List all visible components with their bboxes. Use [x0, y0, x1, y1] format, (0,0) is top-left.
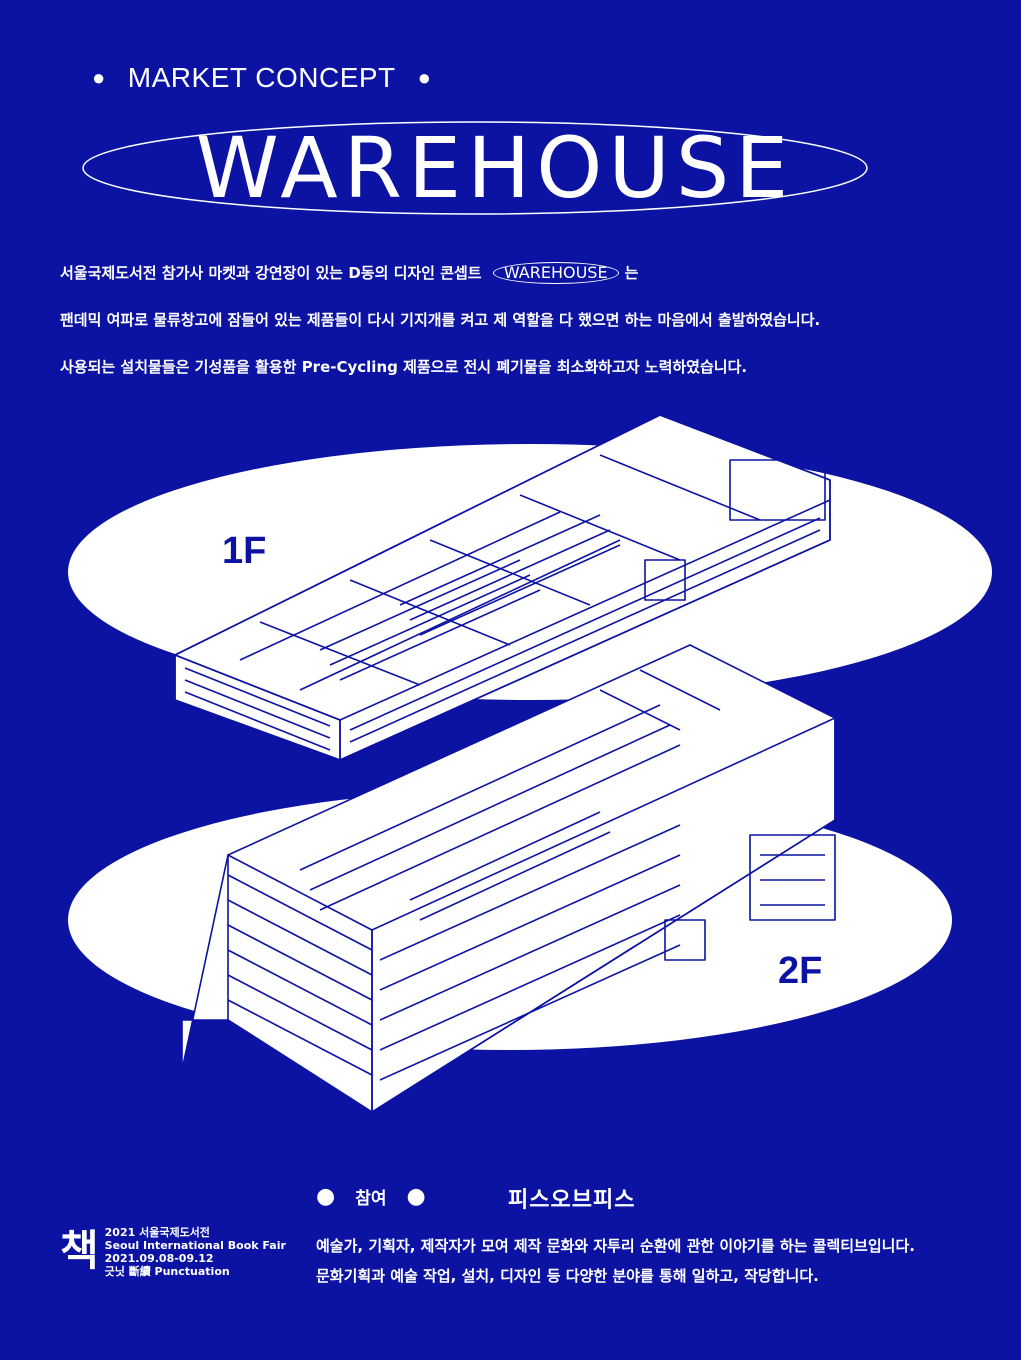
floor-2-label: 2F [778, 950, 822, 992]
floor-2-building [181, 644, 836, 1113]
floor-1-building [174, 414, 831, 761]
title-ellipse-icon [82, 121, 868, 215]
intro-line-1: 서울국제도서전 참가사 마켓과 강연장이 있는 D동의 디자인 콘셉트 WARE… [60, 262, 980, 284]
intro-line-1-text: 서울국제도서전 참가사 마켓과 강연장이 있는 D동의 디자인 콘셉트 [60, 264, 482, 282]
kicker-text: MARKET CONCEPT [127, 62, 396, 93]
logo-line-4: 긋닛 斷續 Punctuation [104, 1265, 230, 1278]
logo-line-2: Seoul International Book Fair [104, 1239, 286, 1252]
logo-text: 2021 서울국제도서전 Seoul International Book Fa… [105, 1226, 286, 1278]
intro-line-3: 사용되는 설치물들은 기성품을 활용한 Pre-Cycling 제품으로 전시 … [60, 358, 748, 376]
participant-name: 피스오브피스 [508, 1188, 636, 1213]
intro-text: 서울국제도서전 참가사 마켓과 강연장이 있는 D동의 디자인 콘셉트 WARE… [60, 262, 980, 403]
book-fair-logo: 책 2021 서울국제도서전 Seoul International Book … [60, 1226, 286, 1278]
bullet-icon: ● [316, 1183, 336, 1209]
participant-description: 예술가, 기획자, 제작자가 모여 제작 문화와 자투리 순환에 관한 이야기를… [316, 1236, 915, 1296]
logo-line-3: 2021.09.08-09.12 [104, 1252, 214, 1265]
logo-mark: 책 [60, 1226, 99, 1275]
page-title: WAREHOUSE [195, 119, 795, 217]
participant-desc-line-1: 예술가, 기획자, 제작자가 모여 제작 문화와 자투리 순환에 관한 이야기를… [316, 1237, 915, 1255]
section-kicker: ● MARKET CONCEPT ● [92, 62, 431, 94]
participant-desc-line-2: 문화기획과 예술 작업, 설치, 디자인 등 다양한 분야를 통해 일하고, 작… [316, 1267, 819, 1285]
warehouse-pill: WAREHOUSE [492, 262, 619, 284]
bullet-icon: ● [417, 65, 432, 90]
participant-label: 참여 [355, 1189, 387, 1209]
logo-line-1: 2021 서울국제도서전 [104, 1226, 210, 1239]
intro-line-1-suffix: 는 [624, 264, 639, 282]
title-block: WAREHOUSE [80, 118, 870, 218]
bullet-icon: ● [406, 1183, 426, 1209]
bullet-icon: ● [92, 65, 106, 90]
intro-line-2: 팬데믹 여파로 물류창고에 잠들어 있는 제품들이 다시 기지개를 켜고 제 역… [60, 311, 821, 329]
participant-kicker: ● 참여 ● [316, 1184, 426, 1209]
floor-1-label: 1F [222, 530, 266, 572]
floor-plans-illustration: 1F 2F [68, 414, 992, 1113]
